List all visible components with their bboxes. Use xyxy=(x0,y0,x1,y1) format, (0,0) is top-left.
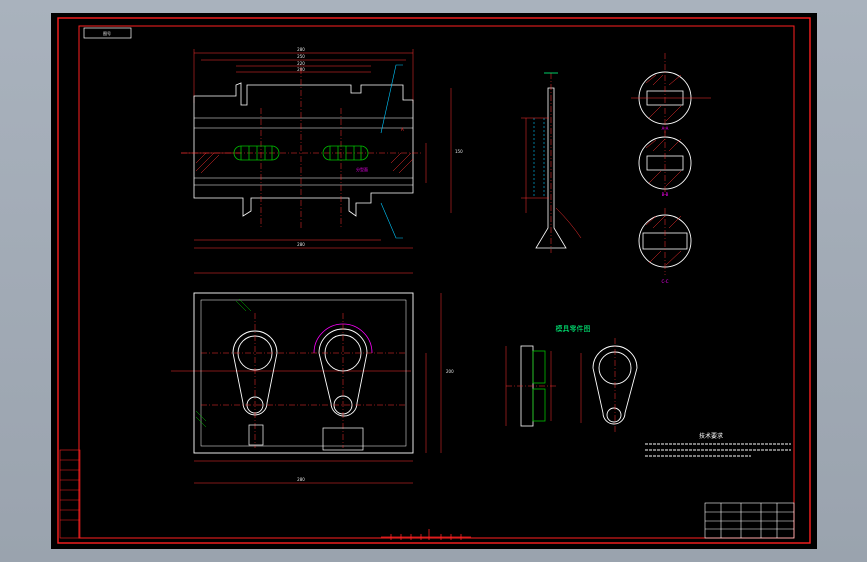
title-block xyxy=(704,502,795,539)
drawing-sheet: 图号 xyxy=(57,17,811,544)
technical-notes: 技术要求 xyxy=(645,432,791,457)
drawing-canvas[interactable]: 图号 xyxy=(51,13,817,549)
dim-label: 280 xyxy=(297,242,305,247)
section-detail-3: C-C xyxy=(638,208,692,284)
top-view: 280 250 220 200 280 150 xyxy=(181,47,463,249)
section-hatch xyxy=(195,152,414,174)
outer-frame xyxy=(57,17,811,544)
notes-title: 技术要求 xyxy=(699,432,723,440)
dim-label: 200 xyxy=(446,369,454,374)
section-details: A-A B-B xyxy=(631,53,711,284)
title-stamp: 图号 xyxy=(83,27,132,39)
dim-label: 280 xyxy=(297,477,305,482)
callout-label: 分型面 xyxy=(356,166,368,172)
side-section-view xyxy=(521,72,582,253)
top-view-dimensions xyxy=(181,49,452,249)
dim-label: 150 xyxy=(455,149,463,154)
section-detail-1: A-A xyxy=(631,53,711,133)
svg-text:C-C: C-C xyxy=(661,279,668,284)
callout-label: A xyxy=(401,127,404,132)
svg-text:A-A: A-A xyxy=(662,126,669,131)
svg-text:B-B: B-B xyxy=(662,192,669,197)
dim-label: 250 xyxy=(297,54,305,59)
front-view-dimensions xyxy=(171,272,442,484)
inner-frame xyxy=(78,25,795,539)
section-title: 模具零件图 xyxy=(556,324,591,333)
section-detail-2: B-B xyxy=(638,131,692,197)
cavity-plate-outline xyxy=(193,292,414,454)
part-drawing: 模具零件图 xyxy=(505,324,638,433)
part-cavity-left xyxy=(233,145,280,161)
die-plate-outline xyxy=(193,82,414,217)
revision-table xyxy=(59,449,81,539)
leader-lines xyxy=(380,64,403,239)
dim-label: 280 xyxy=(297,47,305,52)
dim-label: 220 xyxy=(297,61,305,66)
front-view: 280 200 xyxy=(171,272,454,484)
title-stamp-text: 图号 xyxy=(103,30,111,36)
bottom-ruler xyxy=(381,529,471,540)
part-cavity-right xyxy=(322,145,369,161)
